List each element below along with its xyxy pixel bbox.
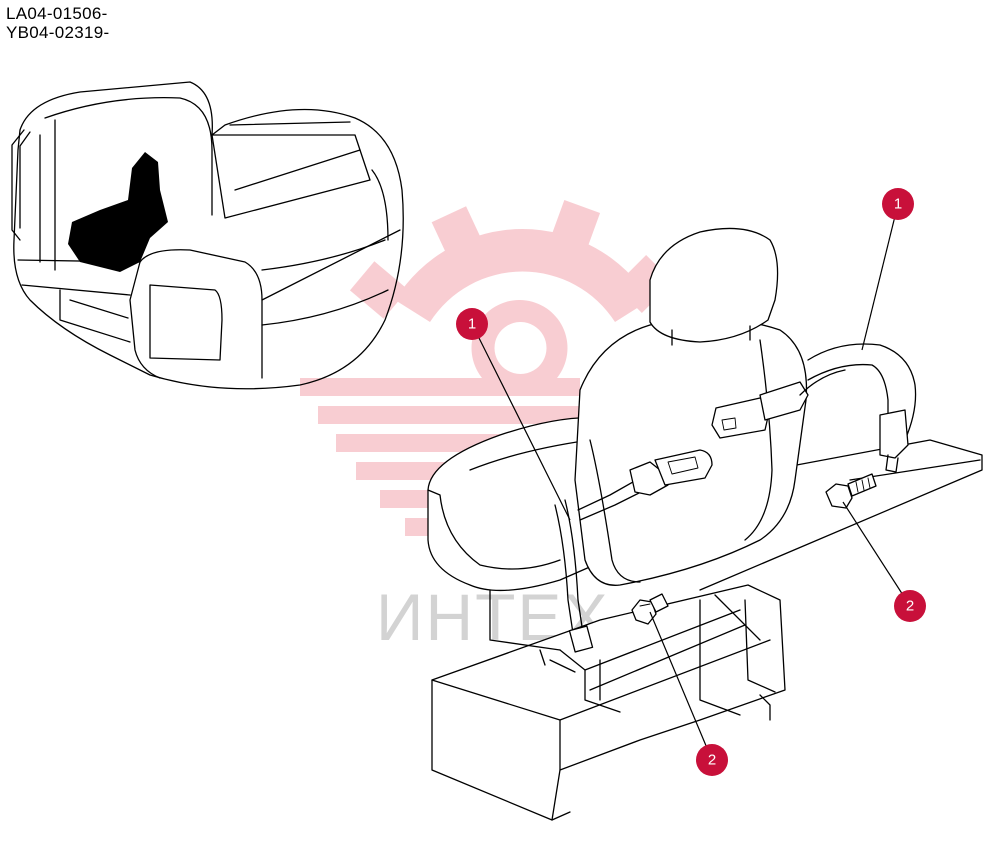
callout-1-top-right-label: 1 xyxy=(894,196,902,213)
callout-2-bottom[interactable]: 2 xyxy=(696,744,728,776)
leader-lines xyxy=(471,203,911,761)
callout-1-left[interactable]: 1 xyxy=(456,308,488,340)
callout-2-bottom-label: 2 xyxy=(708,752,716,769)
thumbnail-cab-icon xyxy=(11,81,404,390)
callout-1-top-right[interactable]: 1 xyxy=(882,188,914,220)
serial-range: LA04-01506- YB04-02319- xyxy=(6,4,109,42)
callout-2-right-label: 2 xyxy=(906,598,914,615)
seat-assembly-icon xyxy=(427,227,983,821)
bolt-right-icon xyxy=(825,473,877,509)
serial-line-1: LA04-01506- xyxy=(6,4,108,23)
callout-1-left-label: 1 xyxy=(468,316,476,333)
bolt-left-icon xyxy=(631,593,669,625)
callout-2-right[interactable]: 2 xyxy=(894,590,926,622)
serial-line-2: YB04-02319- xyxy=(6,23,110,42)
